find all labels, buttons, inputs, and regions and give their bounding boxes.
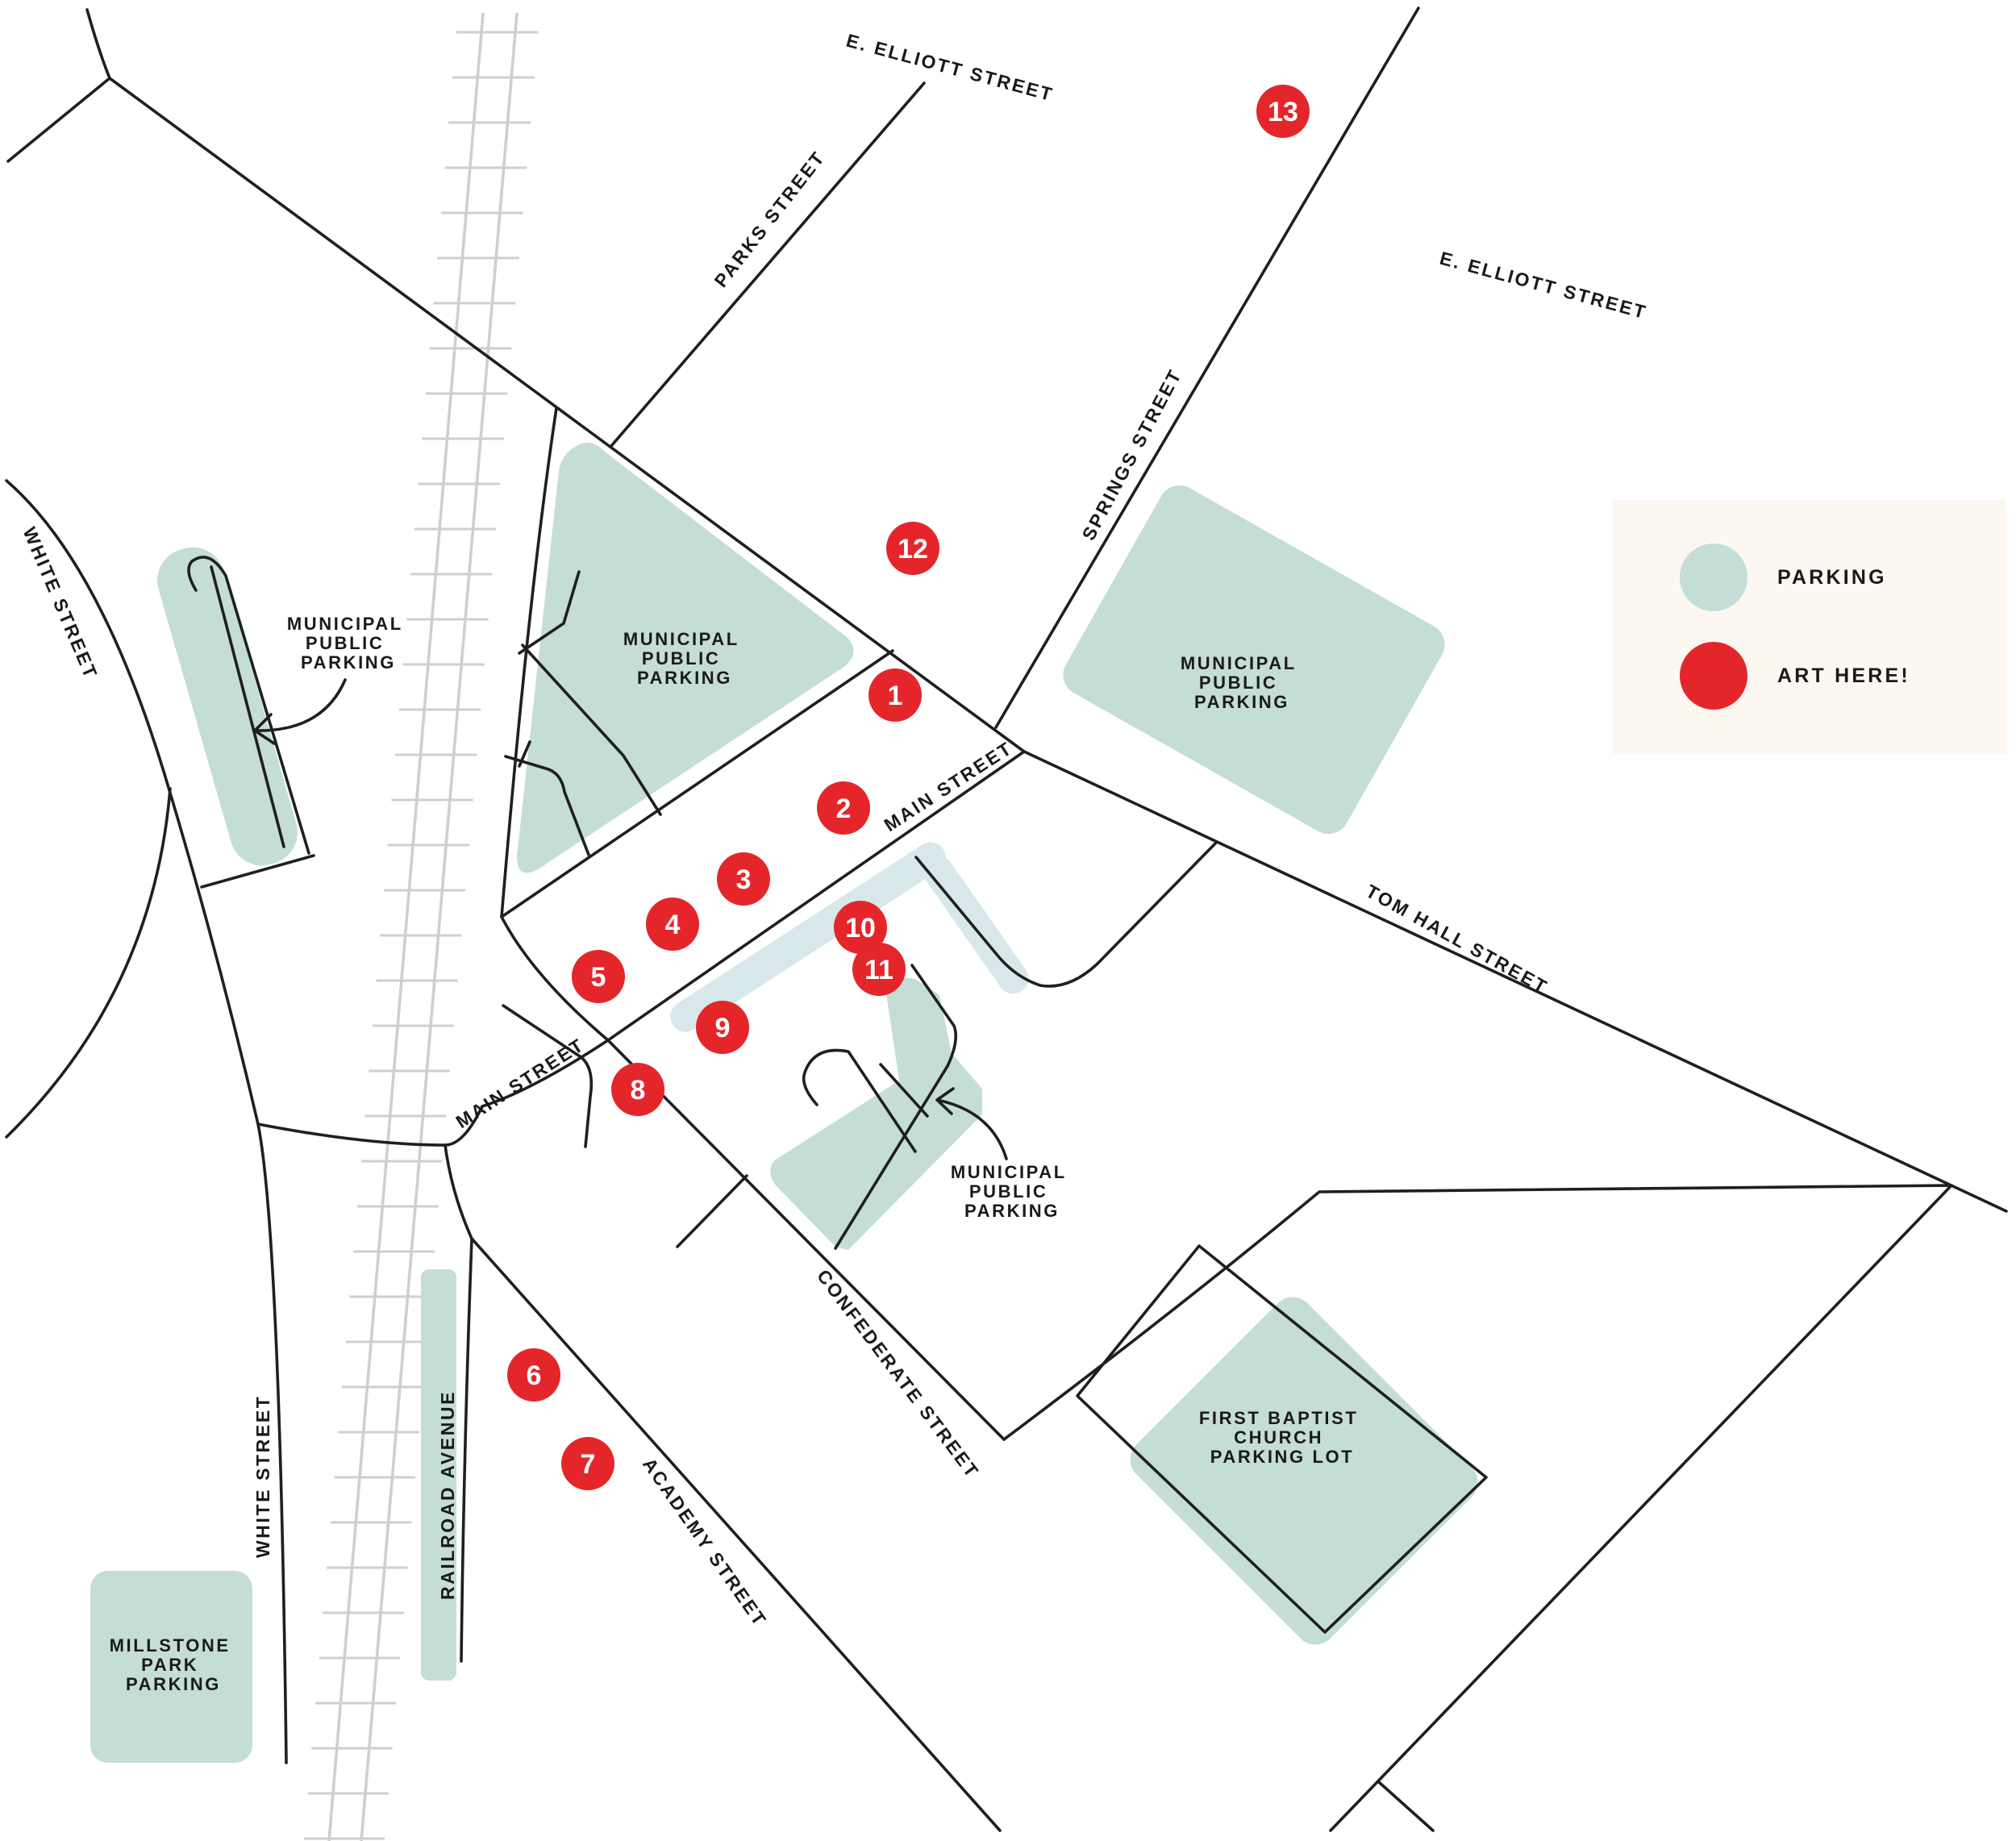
art-marker-icon xyxy=(646,898,699,951)
baptist-parking-lot xyxy=(1130,1297,1478,1645)
west-parking-lot xyxy=(157,547,298,866)
art-marker-7[interactable]: 7 xyxy=(561,1437,614,1490)
svg-text:9: 9 xyxy=(715,1013,731,1043)
street-label-main-lower: MAIN STREET xyxy=(452,1034,589,1132)
parking-lot-labels: MUNICIPAL PUBLIC PARKING MUNICIPAL PUBLI… xyxy=(110,614,1365,1694)
svg-text:6: 6 xyxy=(527,1360,542,1391)
svg-text:3: 3 xyxy=(736,864,752,895)
south-parking-lot xyxy=(770,977,982,1250)
legend-art-swatch-icon xyxy=(1680,642,1747,710)
art-marker-icon xyxy=(561,1437,614,1490)
art-marker-10[interactable]: 10 xyxy=(834,901,887,954)
south-parking-arrow-icon xyxy=(935,1087,1008,1160)
art-marker-6[interactable]: 6 xyxy=(507,1348,560,1402)
art-marker-2[interactable]: 2 xyxy=(817,781,870,835)
art-marker-8[interactable]: 8 xyxy=(611,1063,664,1116)
map-legend: PARKING ART HERE! xyxy=(1613,500,2006,754)
svg-text:4: 4 xyxy=(665,910,681,940)
tom-hall-side-strip xyxy=(923,856,1029,994)
center-parking-lot xyxy=(517,442,854,873)
lot-label-center: MUNICIPAL PUBLIC PARKING xyxy=(623,629,746,688)
street-label-railroad-avenue: RAILROAD AVENUE xyxy=(437,1390,458,1600)
street-label-white-upper: WHITE STREET xyxy=(19,524,102,682)
art-marker-9[interactable]: 9 xyxy=(696,1001,749,1054)
parking-areas xyxy=(90,442,1478,1763)
street-label-tom-hall: TOM HALL STREET xyxy=(1363,881,1552,998)
svg-text:12: 12 xyxy=(898,534,928,564)
street-label-e-elliott-top: E. ELLIOTT STREET xyxy=(844,30,1056,106)
svg-text:7: 7 xyxy=(581,1449,596,1480)
art-marker-1[interactable]: 1 xyxy=(868,669,922,722)
legend-parking-swatch-icon xyxy=(1680,544,1747,611)
art-marker-icon xyxy=(817,781,870,835)
street-label-main-upper: MAIN STREET xyxy=(881,737,1017,835)
art-marker-5[interactable]: 5 xyxy=(572,950,625,1003)
art-marker-11[interactable]: 11 xyxy=(852,943,906,996)
street-label-white-lower: WHITE STREET xyxy=(252,1395,273,1558)
art-marker-icon xyxy=(868,669,922,722)
east-parking-lot xyxy=(1063,485,1445,835)
svg-text:10: 10 xyxy=(845,913,876,943)
lot-label-east: MUNICIPAL PUBLIC PARKING xyxy=(1181,653,1303,712)
legend-art-label: ART HERE! xyxy=(1777,664,1910,687)
railroad-tracks xyxy=(303,12,539,1841)
roads xyxy=(5,6,2008,1832)
legend-panel xyxy=(1613,500,2006,754)
street-label-academy: ACADEMY STREET xyxy=(639,1454,771,1631)
art-markers: 1 2 3 4 5 6 7 8 9 10 11 12 13 xyxy=(507,85,1310,1490)
art-marker-icon xyxy=(1256,85,1310,138)
art-marker-icon xyxy=(572,950,625,1003)
art-marker-icon xyxy=(717,852,770,906)
art-marker-13[interactable]: 13 xyxy=(1256,85,1310,138)
svg-text:13: 13 xyxy=(1268,97,1298,127)
lot-label-west: MUNICIPAL PUBLIC PARKING xyxy=(287,614,410,673)
west-parking-arrow-icon xyxy=(253,678,347,745)
railroad-avenue-parking xyxy=(421,1269,456,1681)
art-marker-4[interactable]: 4 xyxy=(646,898,699,951)
svg-text:1: 1 xyxy=(888,681,903,711)
art-marker-3[interactable]: 3 xyxy=(717,852,770,906)
street-label-confederate: CONFEDERATE STREET xyxy=(813,1265,984,1482)
lot-label-south: MUNICIPAL PUBLIC PARKING xyxy=(951,1162,1073,1221)
svg-text:11: 11 xyxy=(864,955,893,985)
svg-text:2: 2 xyxy=(836,793,852,824)
lot-label-baptist: FIRST BAPTIST CHURCH PARKING LOT xyxy=(1199,1408,1365,1467)
millstone-parking-lot xyxy=(90,1571,252,1763)
street-label-parks: PARKS STREET xyxy=(710,147,829,291)
main-street-median-strip xyxy=(670,842,946,1032)
lot-label-millstone: MILLSTONE PARK PARKING xyxy=(110,1635,238,1694)
art-marker-icon xyxy=(696,1001,749,1054)
svg-text:5: 5 xyxy=(591,962,606,993)
art-marker-icon xyxy=(611,1063,664,1116)
art-marker-icon xyxy=(507,1348,560,1402)
parking-arrows xyxy=(253,678,1008,1160)
art-marker-icon xyxy=(886,522,939,575)
street-label-e-elliott-right: E. ELLIOTT STREET xyxy=(1438,248,1650,323)
art-marker-icon xyxy=(852,943,906,996)
svg-text:8: 8 xyxy=(631,1075,646,1106)
art-marker-12[interactable]: 12 xyxy=(886,522,939,575)
legend-parking-label: PARKING xyxy=(1777,566,1887,589)
art-marker-icon xyxy=(834,901,887,954)
